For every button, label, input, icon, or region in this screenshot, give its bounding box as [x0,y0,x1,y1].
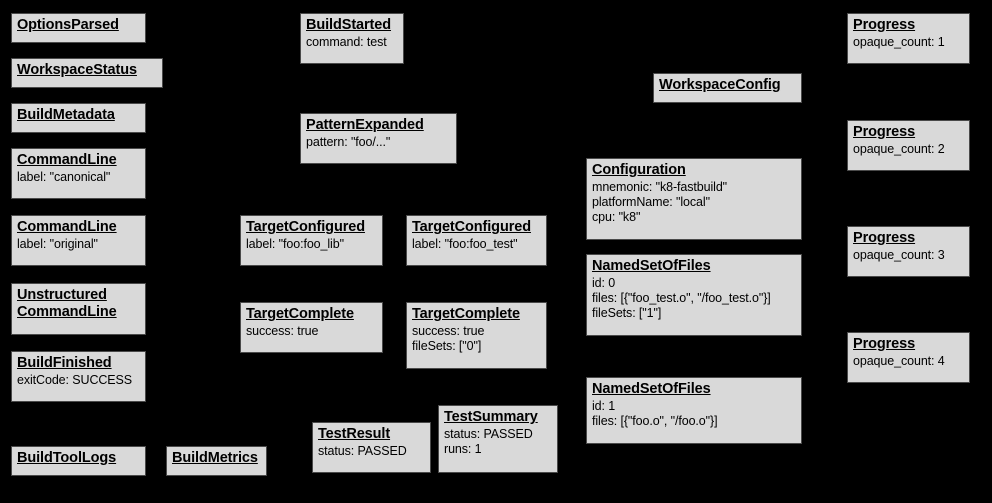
event-node-title: CommandLine [17,219,117,235]
event-node-fields: opaque_count: 2 [853,142,945,156]
event-node-test-result[interactable]: TestResult status: PASSED [312,422,431,473]
event-node-title: Unstructured CommandLine [17,287,117,320]
event-node-configuration[interactable]: Configuration mnemonic: "k8-fastbuild" pl… [586,158,802,240]
event-node-title: Progress [853,124,916,140]
event-node-fields: status: PASSED runs: 1 [444,427,533,456]
event-node-fields: success: true fileSets: ["0"] [412,324,485,353]
event-node-fields: label: "original" [17,237,98,251]
event-node-named-set-of-files-1[interactable]: NamedSetOfFiles id: 1 files: [{"foo.o", "… [586,377,802,444]
event-node-test-summary[interactable]: TestSummary status: PASSED runs: 1 [438,405,558,473]
event-node-progress-1[interactable]: Progress opaque_count: 1 [847,13,970,64]
event-node-title: BuildToolLogs [17,450,117,466]
event-node-fields: opaque_count: 1 [853,35,945,49]
event-node-title: TargetConfigured [412,219,531,235]
event-node-fields: label: "canonical" [17,170,111,184]
event-node-title: WorkspaceConfig [659,77,781,93]
event-node-fields: status: PASSED [318,444,407,458]
event-node-command-line-original[interactable]: CommandLine label: "original" [11,215,146,266]
event-node-title: CommandLine [17,152,117,168]
event-node-workspace-status[interactable]: WorkspaceStatus [11,58,163,88]
event-node-fields: command: test [306,35,387,49]
event-node-workspace-config[interactable]: WorkspaceConfig [653,73,802,103]
event-node-progress-3[interactable]: Progress opaque_count: 3 [847,226,970,277]
event-node-fields: label: "foo:foo_test" [412,237,518,251]
event-node-options-parsed[interactable]: OptionsParsed [11,13,146,43]
event-node-fields: mnemonic: "k8-fastbuild" platformName: "… [592,180,728,224]
event-node-command-line-canonical[interactable]: CommandLine label: "canonical" [11,148,146,199]
event-node-title: Progress [853,17,916,33]
event-node-fields: success: true [246,324,319,338]
event-node-title: Configuration [592,162,686,178]
event-node-build-metrics[interactable]: BuildMetrics [166,446,267,476]
event-node-fields: pattern: "foo/..." [306,135,391,149]
event-node-title: BuildMetadata [17,107,115,123]
event-node-fields: opaque_count: 4 [853,354,945,368]
event-node-title: OptionsParsed [17,17,119,33]
event-node-title: Progress [853,336,916,352]
event-node-fields: id: 0 files: [{"foo_test.o", "/foo_test.… [592,276,771,320]
event-node-title: BuildFinished [17,355,112,371]
event-node-named-set-of-files-0[interactable]: NamedSetOfFiles id: 0 files: [{"foo_test.… [586,254,802,336]
event-node-build-finished[interactable]: BuildFinished exitCode: SUCCESS [11,351,146,402]
event-node-title: Progress [853,230,916,246]
event-node-pattern-expanded[interactable]: PatternExpanded pattern: "foo/..." [300,113,457,164]
event-node-build-started[interactable]: BuildStarted command: test [300,13,404,64]
event-node-title: NamedSetOfFiles [592,381,711,397]
event-node-fields: opaque_count: 3 [853,248,945,262]
event-node-fields: id: 1 files: [{"foo.o", "/foo.o"}] [592,399,718,428]
event-node-build-tool-logs[interactable]: BuildToolLogs [11,446,146,476]
event-node-title: TargetComplete [412,306,520,322]
event-node-fields: label: "foo:foo_lib" [246,237,344,251]
event-node-title: TargetConfigured [246,219,365,235]
event-node-title: BuildStarted [306,17,392,33]
event-node-fields: exitCode: SUCCESS [17,373,133,387]
event-node-target-configured-foo-test[interactable]: TargetConfigured label: "foo:foo_test" [406,215,547,266]
event-node-unstructured-command-line[interactable]: Unstructured CommandLine [11,283,146,335]
event-node-title: NamedSetOfFiles [592,258,711,274]
event-node-title: PatternExpanded [306,117,424,133]
event-node-title: TargetComplete [246,306,354,322]
event-node-progress-2[interactable]: Progress opaque_count: 2 [847,120,970,171]
event-node-title: BuildMetrics [172,450,258,466]
event-node-title: TestSummary [444,409,538,425]
event-node-target-complete-foo-lib[interactable]: TargetComplete success: true [240,302,383,353]
event-node-progress-4[interactable]: Progress opaque_count: 4 [847,332,970,383]
event-node-build-metadata[interactable]: BuildMetadata [11,103,146,133]
event-node-title: WorkspaceStatus [17,62,137,78]
event-node-target-configured-foo-lib[interactable]: TargetConfigured label: "foo:foo_lib" [240,215,383,266]
event-node-title: TestResult [318,426,391,442]
event-node-target-complete-foo-test[interactable]: TargetComplete success: true fileSets: ["… [406,302,547,369]
